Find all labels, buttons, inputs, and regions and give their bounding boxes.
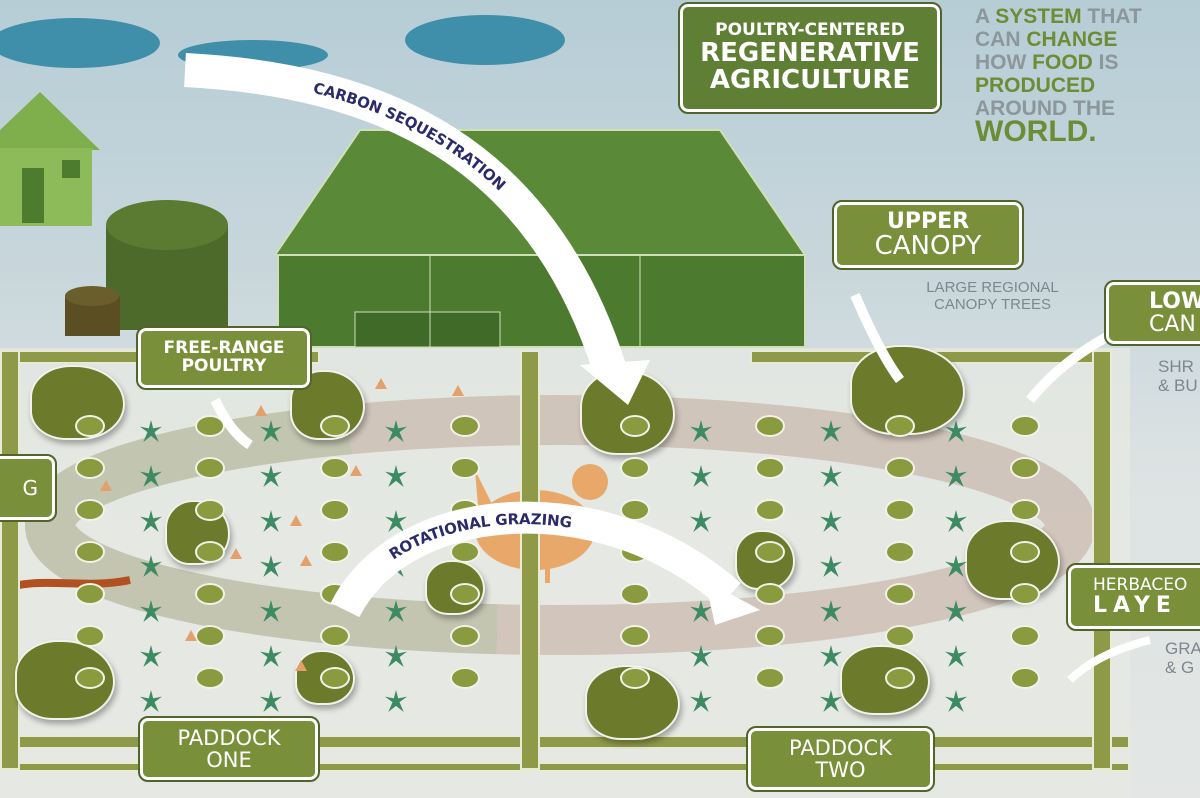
shrub-icon — [320, 541, 350, 563]
cloud — [405, 15, 565, 65]
chicken-small-icon — [452, 385, 464, 396]
title-line-2: REGENERATIVE — [700, 37, 920, 68]
shrub-icon — [755, 457, 785, 479]
shrub-icon — [195, 583, 225, 605]
shrub-icon — [885, 667, 915, 689]
chicken-small-icon — [375, 378, 387, 389]
shrub-icon — [450, 541, 480, 563]
shrub-icon — [195, 667, 225, 689]
shrub-icon — [75, 415, 105, 437]
title-line-1: POULTRY-CENTERED — [715, 19, 905, 40]
shrub-icon — [1010, 667, 1040, 689]
shrub-icon — [755, 583, 785, 605]
shrub-icon — [885, 415, 915, 437]
shrub-icon — [75, 541, 105, 563]
upper-canopy-pointer — [850, 293, 905, 383]
chicken-small-icon — [295, 660, 307, 671]
shrub-icon — [320, 457, 350, 479]
shrub-icon — [75, 625, 105, 647]
canopy-tree-icon — [425, 560, 485, 615]
shrub-icon — [75, 667, 105, 689]
shrub-icon — [195, 541, 225, 563]
fence-post — [520, 350, 540, 770]
shrub-icon — [755, 499, 785, 521]
shrub-icon — [320, 667, 350, 689]
left-partial-label: G — [0, 454, 57, 522]
title-box: POULTRY-CENTERED REGENERATIVE AGRICULTUR… — [678, 2, 942, 114]
chicken-small-icon — [100, 480, 112, 491]
shrub-icon — [620, 625, 650, 647]
shrub-icon — [620, 583, 650, 605]
lower-canopy-note: SHR& BU — [1158, 357, 1198, 395]
shrub-icon — [755, 415, 785, 437]
shrub-icon — [75, 457, 105, 479]
shrub-icon — [1010, 499, 1040, 521]
chicken-small-icon — [300, 555, 312, 566]
chicken-small-icon — [350, 465, 362, 476]
herbaceous-note: GRA& G — [1165, 639, 1200, 677]
small-silo-icon — [65, 286, 120, 336]
chicken-small-icon — [185, 630, 197, 641]
shrub-icon — [1010, 457, 1040, 479]
chicken-small-icon — [255, 405, 267, 416]
title-line-3: AGRICULTURE — [709, 64, 911, 95]
fence-post — [0, 350, 20, 770]
shrub-icon — [320, 625, 350, 647]
shrub-icon — [195, 499, 225, 521]
shrub-icon — [450, 667, 480, 689]
shrub-icon — [885, 457, 915, 479]
poultry-pointer — [210, 397, 253, 450]
shrub-icon — [1010, 541, 1040, 563]
chicken-small-icon — [230, 548, 242, 559]
shrub-icon — [755, 625, 785, 647]
shrub-icon — [620, 499, 650, 521]
shrub-icon — [195, 457, 225, 479]
shrub-icon — [1010, 583, 1040, 605]
shrub-icon — [195, 415, 225, 437]
fence-post — [1092, 350, 1112, 770]
silo-icon — [106, 200, 228, 330]
barn-icon — [273, 129, 807, 348]
house-icon — [0, 92, 100, 226]
shrub-icon — [320, 499, 350, 521]
shrub-icon — [755, 667, 785, 689]
shrub-icon — [620, 415, 650, 437]
shrub-icon — [755, 541, 785, 563]
shrub-icon — [1010, 625, 1040, 647]
shrub-icon — [450, 583, 480, 605]
shrub-icon — [75, 499, 105, 521]
tagline: A SYSTEM THAT CAN CHANGE HOW FOOD IS PRO… — [975, 5, 1142, 148]
chicken-small-icon — [290, 515, 302, 526]
shrub-icon — [620, 457, 650, 479]
shrub-icon — [450, 457, 480, 479]
canopy-tree-icon — [965, 520, 1060, 600]
cloud — [0, 18, 160, 68]
shrub-icon — [450, 625, 480, 647]
shrub-icon — [75, 583, 105, 605]
shrub-icon — [450, 415, 480, 437]
rotational-grazing-arrow: ROTATIONAL GRAZING — [330, 501, 760, 625]
shrub-icon — [885, 541, 915, 563]
shrub-icon — [620, 667, 650, 689]
shrub-icon — [885, 499, 915, 521]
shrub-icon — [885, 625, 915, 647]
shrub-icon — [320, 415, 350, 437]
shrub-icon — [885, 583, 915, 605]
shrub-icon — [1010, 415, 1040, 437]
herbaceous-pointer — [1067, 636, 1151, 683]
grazing-cycle — [25, 395, 1095, 655]
